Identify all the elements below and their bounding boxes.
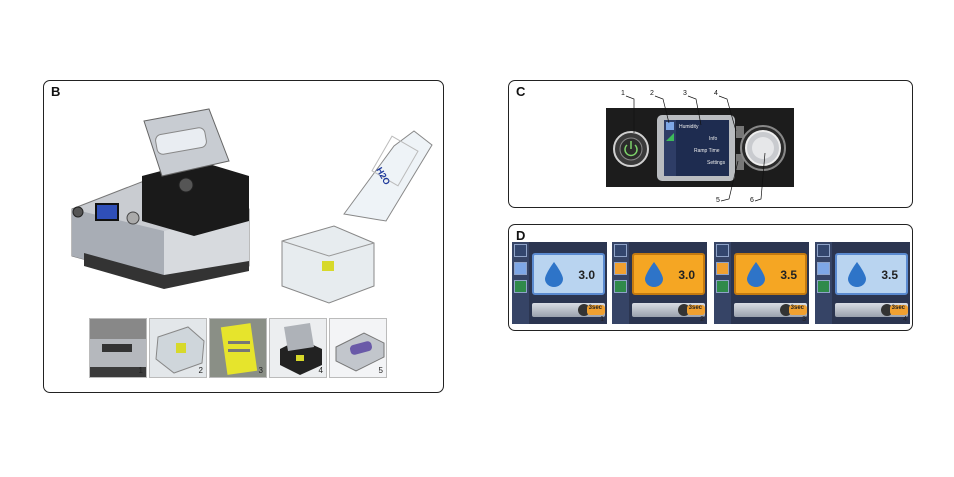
humidity-value: 3.5 xyxy=(881,268,898,282)
callout-2: 2 xyxy=(650,90,654,97)
ramp-icon xyxy=(614,280,627,293)
humidity-icon xyxy=(716,262,729,275)
cpap-device-illustration xyxy=(71,108,433,304)
thumbnail-3: 3 xyxy=(209,318,267,378)
hold-badge: 3sec xyxy=(880,303,908,317)
hold-bar: 3sec xyxy=(734,303,807,317)
hold-badge: 3sec xyxy=(577,303,605,317)
callout-4: 4 xyxy=(714,90,718,97)
home-icon xyxy=(614,244,627,257)
thumbnail-1-image xyxy=(90,339,146,377)
hold-label: 3sec xyxy=(688,305,702,311)
hold-arrow-icon xyxy=(578,304,605,316)
humidity-frame-1: 3.0 3sec 1 xyxy=(512,242,607,324)
thumbnail-5: 5 xyxy=(329,318,387,378)
hold-bar: 3sec xyxy=(632,303,705,317)
humidity-value: 3.0 xyxy=(678,268,695,282)
value-box: 3.0 xyxy=(532,253,605,295)
hold-badge: 3sec xyxy=(779,303,807,317)
humidity-frame-3: 3.5 3sec 3 xyxy=(714,242,809,324)
panel-c: C 1 2 3 4 5 6 Humidity Info Ramp Time Se… xyxy=(508,80,913,208)
menu-item-settings: Settings xyxy=(707,160,726,166)
water-drop-icon xyxy=(747,262,765,287)
panel-d-letter: D xyxy=(516,228,526,243)
menu-item-ramp-time: Ramp Time xyxy=(694,148,720,154)
thumbnail-3-image xyxy=(220,323,258,375)
thumbnail-number: 2 xyxy=(198,366,203,375)
hold-arrow-icon xyxy=(881,304,908,316)
frame-number: 1 xyxy=(600,316,604,323)
humidity-frame-2: 3.0 3sec 2 xyxy=(612,242,707,324)
ramp-icon xyxy=(716,280,729,293)
value-box: 3.5 xyxy=(835,253,908,295)
home-icon xyxy=(514,244,527,257)
frame-number: 3 xyxy=(802,316,806,323)
thumbnail-number: 4 xyxy=(318,366,323,375)
thumbnail-1: 1 xyxy=(89,318,147,378)
humidity-icon xyxy=(817,262,830,275)
hold-label: 3sec xyxy=(891,305,905,311)
hold-bar: 3sec xyxy=(835,303,908,317)
humidity-frame-4: 3.5 3sec 4 xyxy=(815,242,910,324)
humidity-icon xyxy=(514,262,527,275)
humidity-icon xyxy=(614,262,627,275)
thumbnail-2-image xyxy=(155,326,205,374)
value-box: 3.5 xyxy=(734,253,807,295)
thumbnail-4: 4 xyxy=(269,318,327,378)
ramp-icon xyxy=(514,280,527,293)
hold-badge: 3sec xyxy=(677,303,705,317)
thumbnail-number: 3 xyxy=(258,366,263,375)
callout-3: 3 xyxy=(683,90,687,97)
callout-6: 6 xyxy=(750,197,754,204)
humidity-value: 3.0 xyxy=(578,268,595,282)
home-icon xyxy=(716,244,729,257)
thumbnail-number: 1 xyxy=(138,366,143,375)
hold-label: 3sec xyxy=(588,305,602,311)
hold-label: 3sec xyxy=(790,305,804,311)
water-drop-icon xyxy=(545,262,563,287)
menu-item-humidity: Humidity xyxy=(679,124,699,130)
frame-number: 4 xyxy=(903,316,907,323)
frame-number: 2 xyxy=(700,316,704,323)
water-drop-icon xyxy=(645,262,663,287)
home-icon xyxy=(817,244,830,257)
thumbnail-4-image xyxy=(280,323,322,375)
menu-item-info: Info xyxy=(709,136,718,142)
callout-5: 5 xyxy=(716,197,720,204)
value-box: 3.0 xyxy=(632,253,705,295)
callout-1: 1 xyxy=(621,90,625,97)
water-drop-icon xyxy=(848,262,866,287)
hold-arrow-icon xyxy=(678,304,705,316)
thumbnail-2: 2 xyxy=(149,318,207,378)
humidity-value: 3.5 xyxy=(780,268,797,282)
hold-bar: 3sec xyxy=(532,303,605,317)
ramp-icon xyxy=(817,280,830,293)
panel-c-letter: C xyxy=(516,84,526,99)
control-panel-illustration xyxy=(606,95,794,202)
thumbnail-5-image xyxy=(335,332,385,372)
hold-arrow-icon xyxy=(780,304,807,316)
panel-b-letter: B xyxy=(51,84,61,99)
thumbnail-number: 5 xyxy=(378,366,383,375)
